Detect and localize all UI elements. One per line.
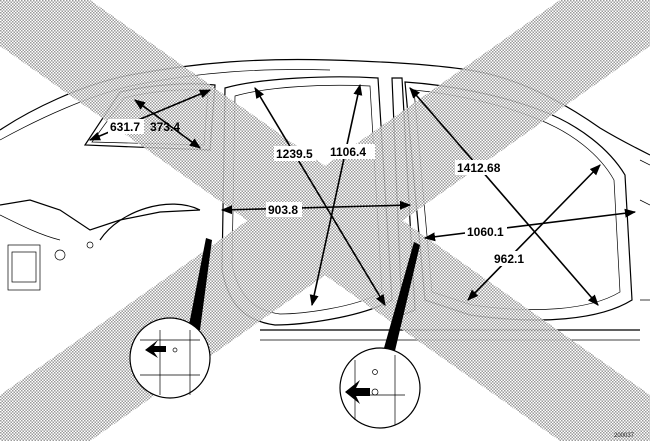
reference-code: 200037	[614, 433, 635, 439]
dimension-label: 1106.4	[330, 145, 366, 159]
dimension-labels: 631.7 373.4 1239.5 1106.4 903.8 1412.68 …	[108, 119, 528, 266]
dimension-label: 1060.1	[467, 225, 504, 239]
dimension-label: 1412.68	[457, 161, 501, 175]
pointer-arrow-icon	[345, 380, 370, 404]
dimension-label: 1239.5	[276, 147, 313, 161]
dimension-label: 962.1	[494, 252, 524, 266]
detail-callout-left	[129, 238, 212, 399]
arrow-373-4	[134, 99, 201, 149]
arrow-1106-4	[309, 83, 363, 307]
arrow-1060-1	[423, 208, 637, 242]
arrow-903-8	[220, 200, 412, 215]
detail-callout-center	[339, 242, 421, 429]
dimension-label: 631.7	[110, 120, 140, 134]
pointer-arrow-icon	[145, 340, 166, 358]
arrow-962-1	[467, 164, 601, 301]
dimension-label: 903.8	[268, 203, 298, 217]
dimension-label: 373.4	[150, 120, 180, 134]
